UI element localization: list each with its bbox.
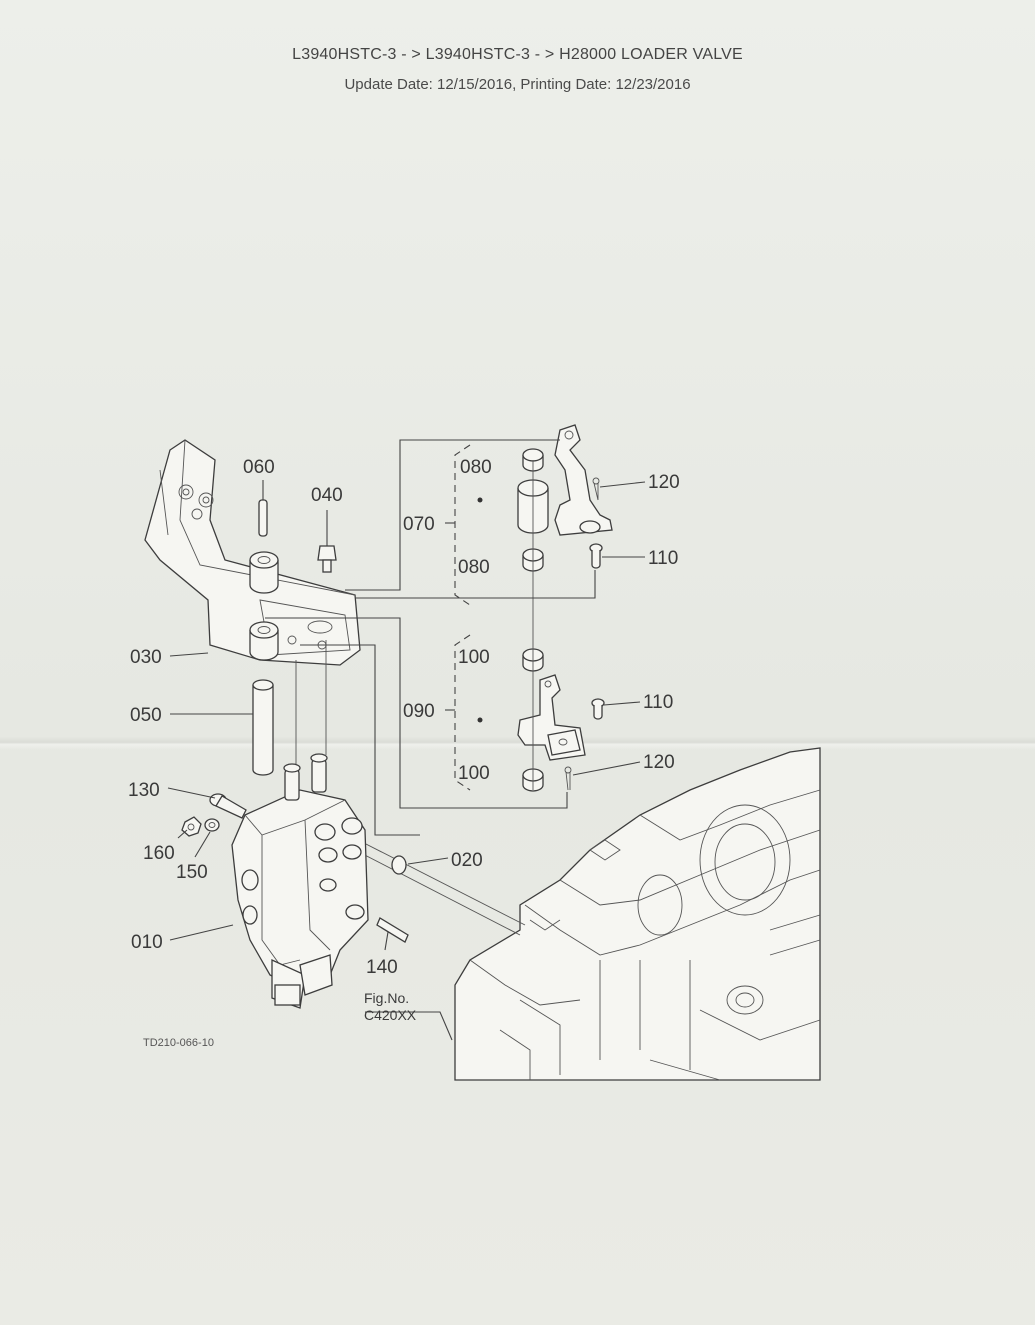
label-120-lower: 120	[643, 752, 675, 773]
label-160: 160	[143, 843, 175, 864]
cotter-pin-120-upper	[592, 477, 600, 501]
cotter-pin-120-lower	[564, 766, 572, 791]
label-060: 060	[243, 457, 275, 478]
washer-150	[204, 818, 220, 832]
label-030: 030	[130, 647, 162, 668]
bracket-030	[144, 439, 361, 666]
label-120-upper: 120	[648, 472, 680, 493]
label-150: 150	[176, 862, 208, 883]
label-040: 040	[311, 485, 343, 506]
pivot-boss-upper	[249, 551, 279, 594]
clevis-pin-110-lower	[591, 698, 605, 720]
label-110-upper: 110	[648, 548, 678, 569]
label-110-lower: 110	[643, 692, 673, 713]
bolt-130	[209, 793, 247, 819]
shaft-050	[252, 679, 274, 776]
group-bracket-090	[454, 634, 471, 791]
pivot-boss-lower	[249, 621, 279, 661]
label-100-lower: 100	[458, 763, 490, 784]
label-010: 010	[131, 932, 163, 953]
pin-060	[258, 499, 268, 537]
stud-140	[376, 917, 409, 943]
label-080-lower: 080	[458, 557, 490, 578]
transmission-housing	[454, 747, 821, 1081]
fig-ref-number: C420XX	[364, 1007, 417, 1023]
o-ring-020	[391, 855, 407, 875]
valve-010	[231, 753, 369, 1009]
page-dates: Update Date: 12/15/2016, Printing Date: …	[344, 76, 691, 93]
label-020: 020	[451, 850, 483, 871]
fig-ref-label: Fig.No.	[364, 990, 409, 1006]
bolt-040	[317, 545, 337, 573]
label-080-upper: 080	[460, 457, 492, 478]
nut-160	[181, 816, 202, 837]
clevis-pin-110-upper	[589, 543, 603, 569]
group-bracket-070	[454, 444, 471, 606]
label-140: 140	[366, 957, 398, 978]
drawing-code: TD210-066-10	[143, 1037, 214, 1049]
label-050: 050	[130, 705, 162, 726]
page-title: L3940HSTC-3 - > L3940HSTC-3 - > H28000 L…	[292, 46, 743, 63]
lever-090	[517, 674, 586, 761]
label-090: 090	[403, 701, 435, 722]
lever-070	[517, 424, 613, 536]
label-130: 130	[128, 780, 160, 801]
label-070: 070	[403, 514, 435, 535]
label-100-upper: 100	[458, 647, 490, 668]
